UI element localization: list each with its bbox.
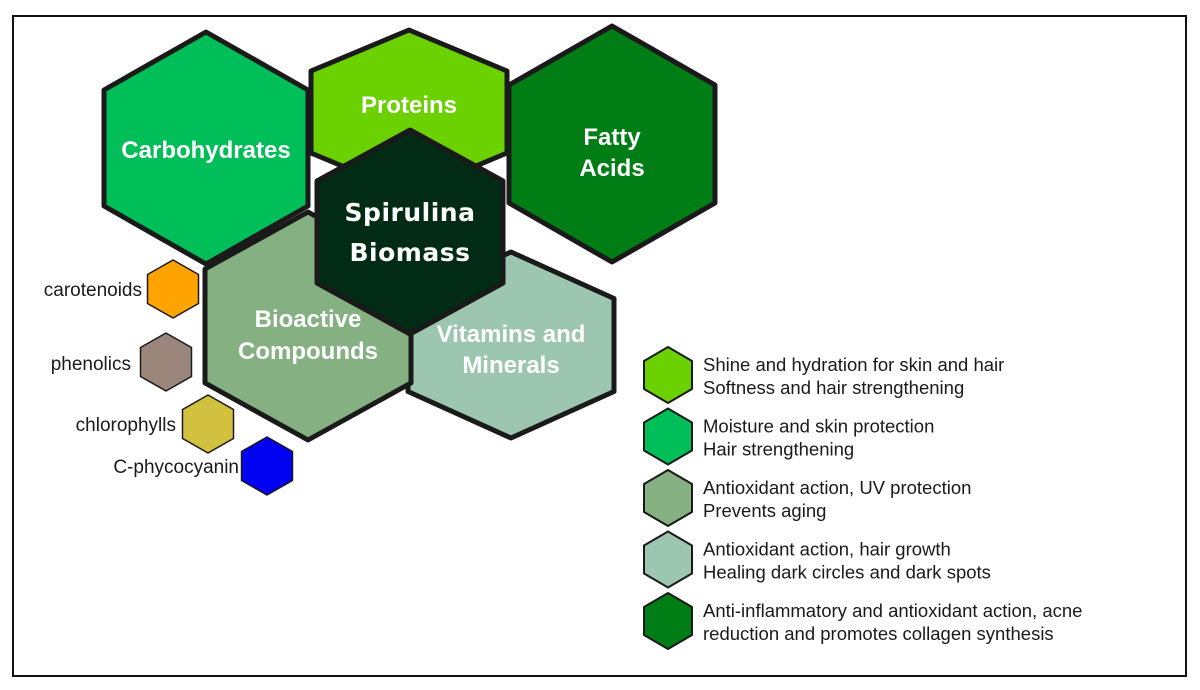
legend: Shine and hydration for skin and hairSof… bbox=[643, 346, 1082, 650]
legend-text-line: Hair strengthening bbox=[703, 439, 854, 460]
compound-hex-icon bbox=[139, 332, 193, 392]
legend-swatch-icon bbox=[643, 407, 693, 466]
compound-hex-icon bbox=[240, 436, 294, 496]
legend-text-line: Healing dark circles and dark spots bbox=[703, 562, 991, 583]
hex-carbohydrates-shape bbox=[101, 29, 311, 267]
label-line: Bioactive bbox=[255, 306, 362, 333]
label-line: Biomass bbox=[350, 238, 471, 267]
compound-hex-icon bbox=[181, 394, 235, 454]
legend-text-line: Prevents aging bbox=[703, 500, 826, 521]
legend-text-line: Anti-inflammatory and antioxidant action… bbox=[703, 600, 1082, 621]
legend-text-line: Moisture and skin protection bbox=[703, 416, 934, 437]
label-line: Vitamins and bbox=[437, 321, 586, 348]
label-line: Acids bbox=[579, 155, 644, 182]
compound-c-phycocyanin: C-phycocyanin bbox=[113, 436, 294, 496]
hex-carbohydrates: Carbohydrates bbox=[101, 29, 311, 267]
legend-item: Shine and hydration for skin and hairSof… bbox=[643, 346, 1004, 404]
label-line: Minerals bbox=[462, 352, 559, 379]
legend-swatch-icon bbox=[643, 469, 693, 527]
legend-swatch-icon bbox=[643, 530, 693, 589]
proteins-label: Proteins bbox=[361, 92, 457, 119]
carbohydrates-label: Carbohydrates bbox=[121, 137, 290, 164]
hex-center-shape bbox=[314, 127, 506, 337]
label-line: Spirulina bbox=[345, 198, 476, 227]
legend-item: Anti-inflammatory and antioxidant action… bbox=[643, 592, 1082, 650]
legend-swatch-icon bbox=[643, 592, 693, 650]
legend-text-line: reduction and promotes collagen synthesi… bbox=[703, 623, 1054, 644]
compound-label: C-phycocyanin bbox=[113, 457, 239, 478]
legend-text-line: Antioxidant action, UV protection bbox=[703, 477, 971, 498]
compound-label: carotenoids bbox=[44, 280, 142, 301]
legend-text-line: Softness and hair strengthening bbox=[703, 377, 964, 398]
compound-carotenoids: carotenoids bbox=[44, 259, 200, 319]
legend-swatch-icon bbox=[643, 346, 693, 404]
compound-phenolics: phenolics bbox=[51, 332, 193, 392]
label-line: Proteins bbox=[361, 92, 457, 119]
label-line: Carbohydrates bbox=[121, 137, 290, 164]
compound-list: carotenoids phenolics chlorophyllsC-phycoc… bbox=[44, 259, 294, 496]
compound-hex-icon bbox=[146, 259, 200, 319]
legend-text-line: Antioxidant action, hair growth bbox=[703, 539, 951, 560]
compound-chlorophylls: chlorophylls bbox=[76, 394, 235, 454]
label-line: Fatty bbox=[583, 124, 641, 151]
legend-item: Antioxidant action, UV protectionPrevent… bbox=[643, 469, 971, 527]
compound-label: phenolics bbox=[51, 354, 131, 375]
legend-text-line: Shine and hydration for skin and hair bbox=[703, 354, 1004, 375]
compound-label: chlorophylls bbox=[76, 415, 176, 436]
label-line: Compounds bbox=[238, 338, 378, 365]
